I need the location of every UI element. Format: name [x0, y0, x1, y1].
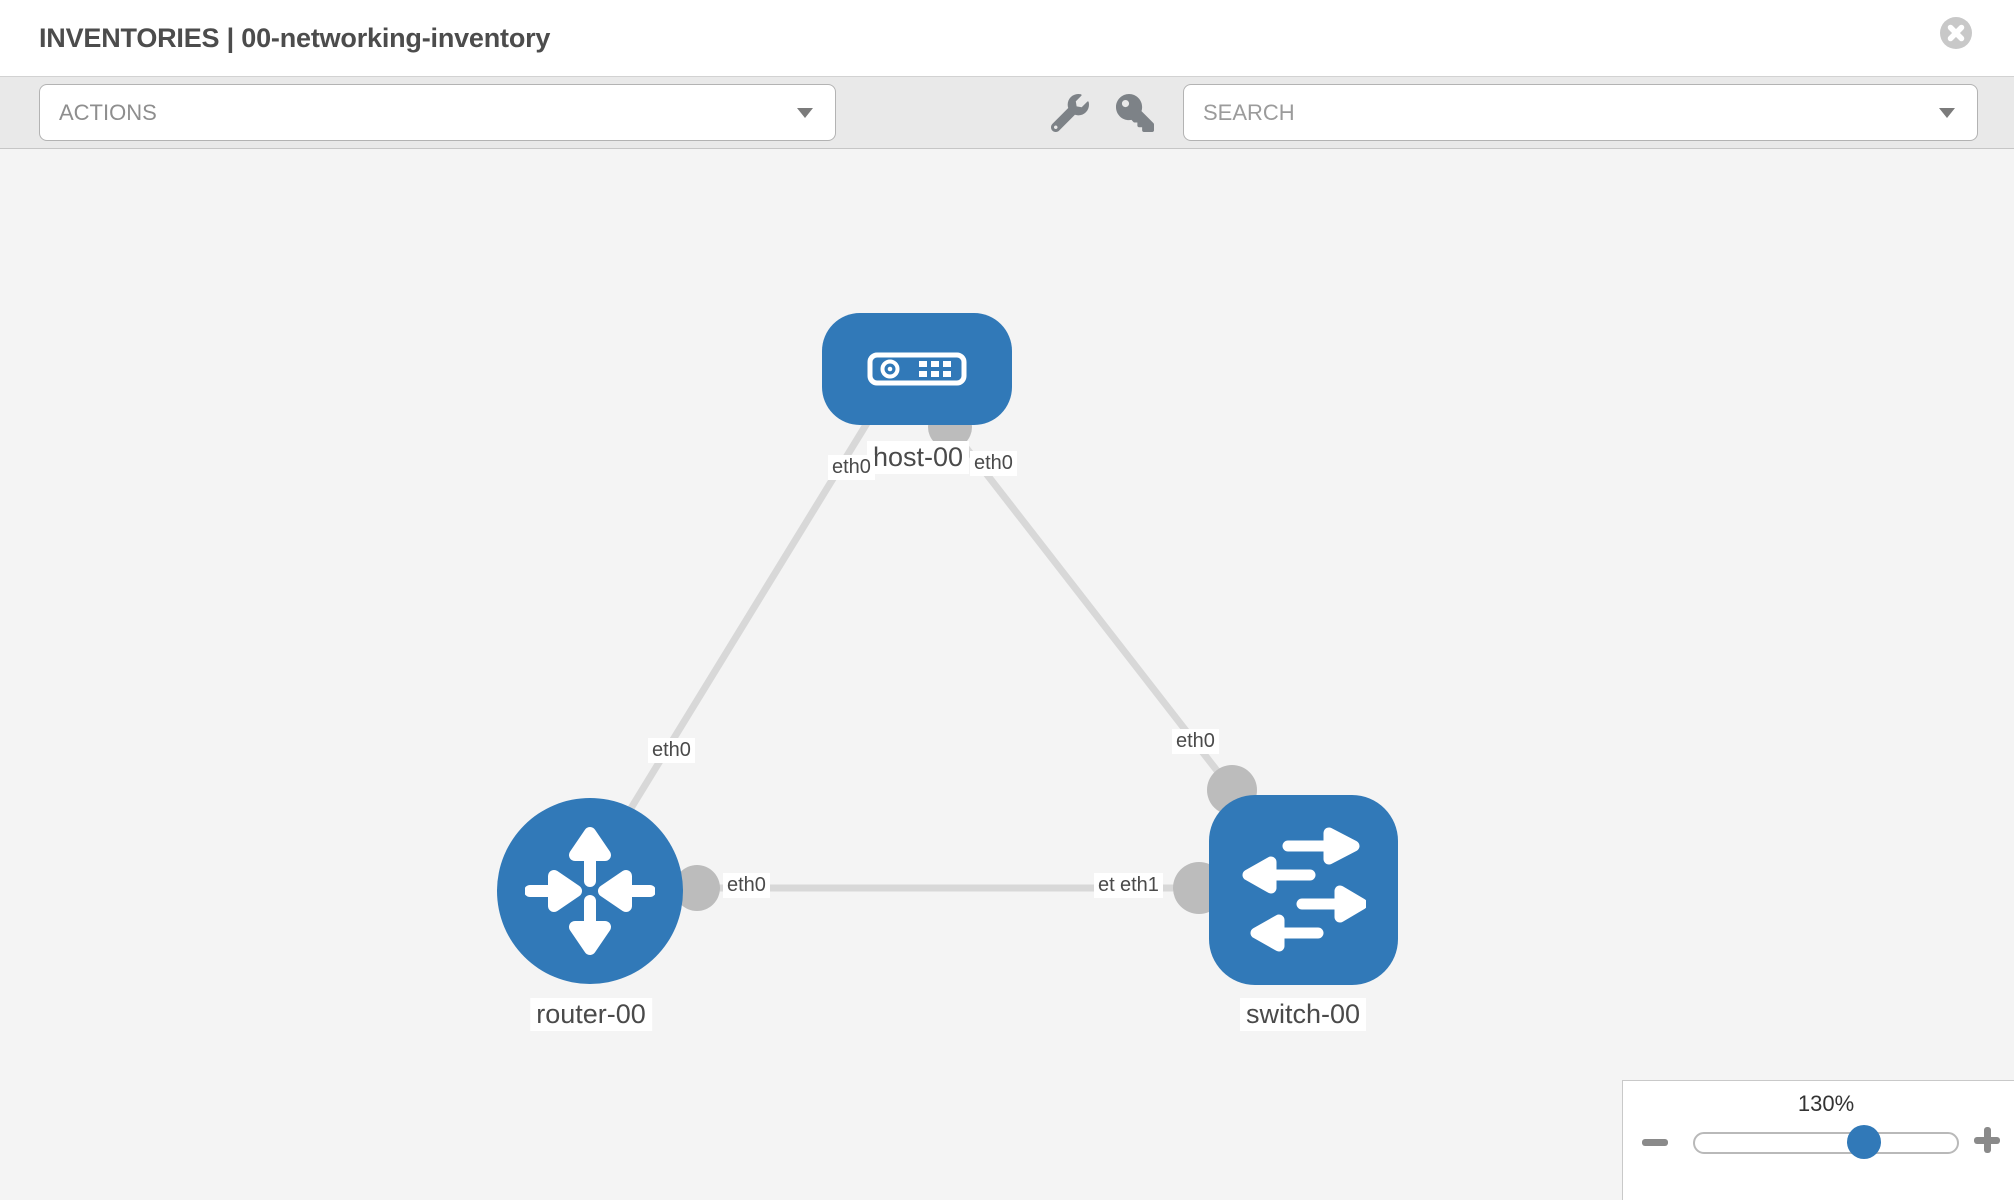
- chevron-down-icon: [797, 107, 813, 118]
- link-host-router: [603, 413, 875, 851]
- chevron-down-icon: [1939, 107, 1955, 118]
- adhoc-wrench-button[interactable]: [1050, 93, 1090, 134]
- actions-dropdown[interactable]: ACTIONS: [39, 84, 836, 141]
- credentials-key-button[interactable]: [1115, 94, 1155, 134]
- zoom-slider-thumb[interactable]: [1847, 1125, 1881, 1159]
- interface-label-switch-top: eth0: [1172, 729, 1219, 754]
- zoom-panel: 130%: [1622, 1080, 2014, 1200]
- node-host-00[interactable]: [822, 313, 1012, 425]
- zoom-in-button[interactable]: [1971, 1124, 2003, 1156]
- node-label-host: host-00: [866, 441, 970, 475]
- link-endpoint: [674, 865, 720, 911]
- toolbar: ACTIONS SEARCH: [0, 77, 2014, 149]
- zoom-slider-track[interactable]: [1693, 1132, 1959, 1154]
- interface-label-router-top: eth0: [648, 738, 695, 763]
- minus-icon: [1642, 1139, 1668, 1146]
- switch-icon: [1242, 827, 1366, 952]
- node-router-00[interactable]: [497, 798, 683, 984]
- interface-label-switch-left: eth1: [1116, 873, 1163, 898]
- zoom-level-label: 130%: [1797, 1091, 1855, 1116]
- topology-links-layer: [603, 405, 1257, 914]
- interface-label-router-right: eth0: [723, 873, 770, 898]
- interface-label-host-right: eth0: [970, 451, 1017, 476]
- search-placeholder: SEARCH: [1203, 99, 1295, 125]
- topology-canvas[interactable]: host-00 router-00 switch-00 eth0 eth0 et…: [0, 149, 2014, 1200]
- node-label-switch: switch-00: [1239, 998, 1367, 1032]
- wrench-icon: [1050, 93, 1089, 133]
- close-icon: [1947, 24, 1965, 42]
- page-header: INVENTORIES | 00-networking-inventory: [0, 0, 2014, 77]
- router-icon: [525, 827, 655, 955]
- host-icon: [867, 352, 967, 386]
- node-label-router: router-00: [530, 998, 652, 1032]
- actions-dropdown-label: ACTIONS: [59, 99, 157, 125]
- node-switch-00[interactable]: [1209, 795, 1398, 985]
- interface-label-host-left: eth0: [828, 455, 875, 480]
- plus-icon: [1983, 1127, 1991, 1153]
- page-title: INVENTORIES | 00-networking-inventory: [39, 22, 551, 53]
- key-icon: [1116, 94, 1154, 132]
- close-button[interactable]: [1940, 17, 1972, 49]
- zoom-out-button[interactable]: [1639, 1126, 1671, 1158]
- search-dropdown[interactable]: SEARCH: [1183, 84, 1978, 141]
